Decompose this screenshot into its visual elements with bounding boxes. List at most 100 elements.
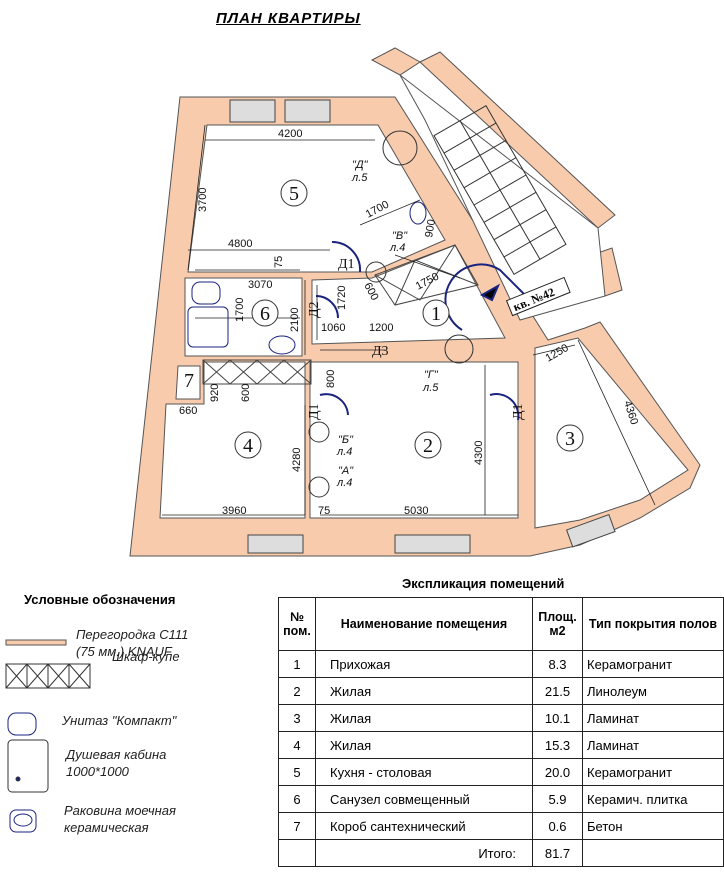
cell-number: 3 [278, 704, 316, 732]
header-floor: Тип покрытия полов [582, 597, 724, 651]
legend-text: Душевая кабина [66, 747, 167, 762]
room-number-3: 3 [565, 428, 575, 450]
stair-wall-top [370, 47, 421, 76]
cell-name: Жилая [315, 731, 533, 759]
cell-floor: Ламинат [582, 704, 724, 732]
dim-text: 3960 [222, 505, 246, 517]
room-4-floor [159, 361, 306, 519]
cell-floor: Керамогранит [582, 758, 724, 786]
cell-area: 20.0 [532, 758, 583, 786]
room-number-5: 5 [289, 183, 299, 205]
sink-icon [409, 201, 427, 225]
cell-area: 8.3 [532, 650, 583, 678]
sink-icon [9, 809, 37, 833]
legend-item-shower: Душевая кабина 1000*1000 [66, 746, 166, 780]
dim-text: 4280 [291, 448, 303, 472]
callout-circles [308, 130, 474, 498]
cell-number: 4 [278, 731, 316, 759]
wardrobe-icon [5, 663, 91, 689]
dim-text: 3700 [197, 188, 209, 212]
cell-number: 5 [278, 758, 316, 786]
legend-item-toilet: Унитаз "Компакт" [62, 712, 176, 729]
dim-text: 1720 [336, 286, 348, 310]
cell-number: 6 [278, 785, 316, 813]
dim-text: 3070 [248, 279, 272, 291]
legend-text: Раковина моечная [64, 803, 176, 818]
cell-name: Жилая [315, 704, 533, 732]
callout-sheet: л.4 [336, 477, 352, 489]
explication-title: Экспликация помещений [402, 576, 565, 591]
cell-name: Санузел совмещенный [315, 785, 533, 813]
door-label: Д3 [372, 344, 389, 359]
legend-item-wardrobe: Шкаф-купе [112, 648, 180, 665]
cell-number: 2 [278, 677, 316, 705]
legend-title: Условные обозначения [24, 592, 176, 607]
room-3-floor [534, 337, 689, 529]
legend-text: 1000*1000 [66, 764, 129, 779]
toilet-icon [7, 712, 37, 736]
door-label: Д1 [307, 403, 322, 420]
stair-wall [419, 51, 616, 229]
table-total-row: Итого: 81.7 [278, 839, 724, 867]
doors [315, 240, 536, 421]
dim-text: 1200 [369, 322, 393, 334]
legend-item-sink: Раковина моечная керамическая [64, 802, 176, 836]
cell-area: 5.9 [532, 785, 583, 813]
dim-lines [162, 124, 656, 516]
dim-text: 4800 [228, 238, 252, 250]
cell-floor: Бетон [582, 812, 724, 840]
partition-icon [5, 639, 67, 646]
callout-sheet: л.4 [389, 242, 405, 254]
cell-floor: Керамич. плитка [582, 785, 724, 813]
cell-number: 7 [278, 812, 316, 840]
legend-text: керамическая [64, 820, 149, 835]
cell-name: Прихожая [315, 650, 533, 678]
room-1-floor [311, 244, 506, 345]
floor-plan: 5 6 1 4 2 3 7 Д1 Д1 Д1 Д2 Д3 кв. №42 "Д"… [129, 47, 701, 557]
legend-text: (75 мм.) KNAUF [76, 644, 172, 659]
dim-text: 660 [179, 405, 197, 417]
legend-text: Шкаф-купе [112, 649, 180, 664]
explication-table: № пом. Наименование помещения Площ. м2 Т… [278, 597, 724, 867]
callout-sheet: л.5 [351, 172, 368, 184]
stairs [433, 105, 567, 275]
plan-title: ПЛАН КВАРТИРЫ [216, 10, 361, 27]
table-header: № пом. Наименование помещения Площ. м2 Т… [278, 597, 724, 651]
cell-name: Кухня - столовая [315, 758, 533, 786]
room-number-2: 2 [423, 435, 433, 457]
dim-text: 800 [325, 370, 337, 388]
shower-icon [187, 306, 229, 348]
dim-text: 2100 [289, 308, 301, 332]
door-label: Д2 [307, 301, 322, 318]
cell-floor: Линолеум [582, 677, 724, 705]
room-number-4: 4 [243, 435, 253, 457]
cell-area: 21.5 [532, 677, 583, 705]
header-name: Наименование помещения [315, 597, 533, 651]
cell-area: 10.1 [532, 704, 583, 732]
cell-number: 1 [278, 650, 316, 678]
dim-text: 600 [240, 384, 252, 402]
callout-sheet: л.5 [422, 382, 439, 394]
cell-floor: Ламинат [582, 731, 724, 759]
door-label: Д1 [511, 403, 526, 420]
legend-text: Унитаз "Компакт" [62, 713, 177, 728]
room-2-floor [309, 361, 519, 519]
dim-text: 4200 [278, 128, 302, 140]
room-number-7: 7 [184, 370, 194, 392]
dim-text: 5030 [404, 505, 428, 517]
dim-text: 75 [318, 505, 330, 517]
room-5-floor [187, 124, 446, 273]
cell-name: Короб сантехнический [315, 812, 533, 840]
total-empty [278, 839, 316, 867]
windows [229, 99, 616, 554]
legend-text: Перегородка С111 [76, 627, 189, 642]
callout-id: "Г" [424, 369, 439, 381]
cell-area: 0.6 [532, 812, 583, 840]
total-value: 81.7 [532, 839, 583, 867]
dim-text: 920 [209, 384, 221, 402]
